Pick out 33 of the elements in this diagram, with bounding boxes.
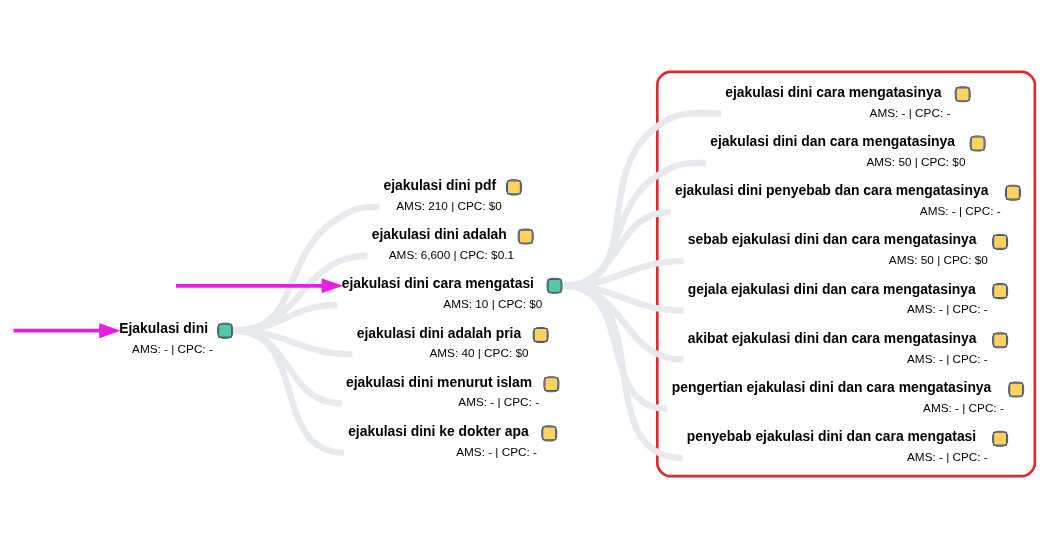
node-label: ejakulasi dini pdf bbox=[383, 176, 497, 193]
node-label: AMS: 50 | CPC: $0 bbox=[866, 154, 966, 168]
node-label: Ejakulasi dini bbox=[119, 320, 209, 337]
node-label: AMS: 50 | CPC: $0 bbox=[888, 253, 988, 267]
node-label: AMS: - | CPC: - bbox=[907, 449, 988, 463]
node-label: AMS: 210 | CPC: $0 bbox=[396, 198, 502, 212]
node-label: AMS: 6,600 | CPC: $0.1 bbox=[388, 247, 514, 261]
node-label: ejakulasi dini dan cara mengatasinya bbox=[710, 133, 955, 150]
node-label: AMS: 10 | CPC: $0 bbox=[443, 297, 543, 311]
arrow bbox=[13, 323, 121, 339]
node-label: ejakulasi dini penyebab dan cara mengatasinya bbox=[674, 182, 989, 199]
arrow bbox=[176, 278, 344, 294]
node-label: AMS: - | CPC: - bbox=[132, 341, 213, 355]
node-label: sebab ejakulasi dini dan cara mengatasinya bbox=[687, 231, 977, 248]
node-label: AMS: - | CPC: - bbox=[458, 395, 540, 409]
node-label: AMS: - | CPC: - bbox=[907, 302, 988, 316]
cluster bbox=[655, 70, 1037, 478]
node-label: penyebab ejakulasi dini dan cara mengatasi bbox=[686, 428, 977, 445]
node-label: AMS: - | CPC: - bbox=[907, 351, 988, 365]
node-label: akibat ejakulasi dini dan cara mengatasinya bbox=[687, 329, 977, 346]
node-label: ejakulasi dini cara mengatasi bbox=[341, 275, 534, 292]
node-label: AMS: - | CPC: - bbox=[869, 105, 951, 119]
node-label: ejakulasi dini adalah pria bbox=[356, 324, 522, 341]
node-label: ejakulasi dini adalah bbox=[371, 226, 507, 243]
node-label: ejakulasi dini menurut islam bbox=[346, 373, 533, 390]
node-label: ejakulasi dini ke dokter apa bbox=[348, 422, 529, 439]
node-label: pengertian ejakulasi dini dan cara mengatasinya bbox=[671, 379, 992, 396]
node-label: AMS: - | CPC: - bbox=[919, 203, 1001, 217]
node-label: AMS: 40 | CPC: $0 bbox=[429, 346, 529, 360]
node-label: AMS: - | CPC: - bbox=[923, 400, 1004, 414]
node-label: AMS: - | CPC: - bbox=[456, 444, 537, 458]
node-label: ejakulasi dini cara mengatasinya bbox=[725, 83, 942, 100]
node-label: gejala ejakulasi dini dan cara mengatasinya bbox=[687, 280, 976, 297]
